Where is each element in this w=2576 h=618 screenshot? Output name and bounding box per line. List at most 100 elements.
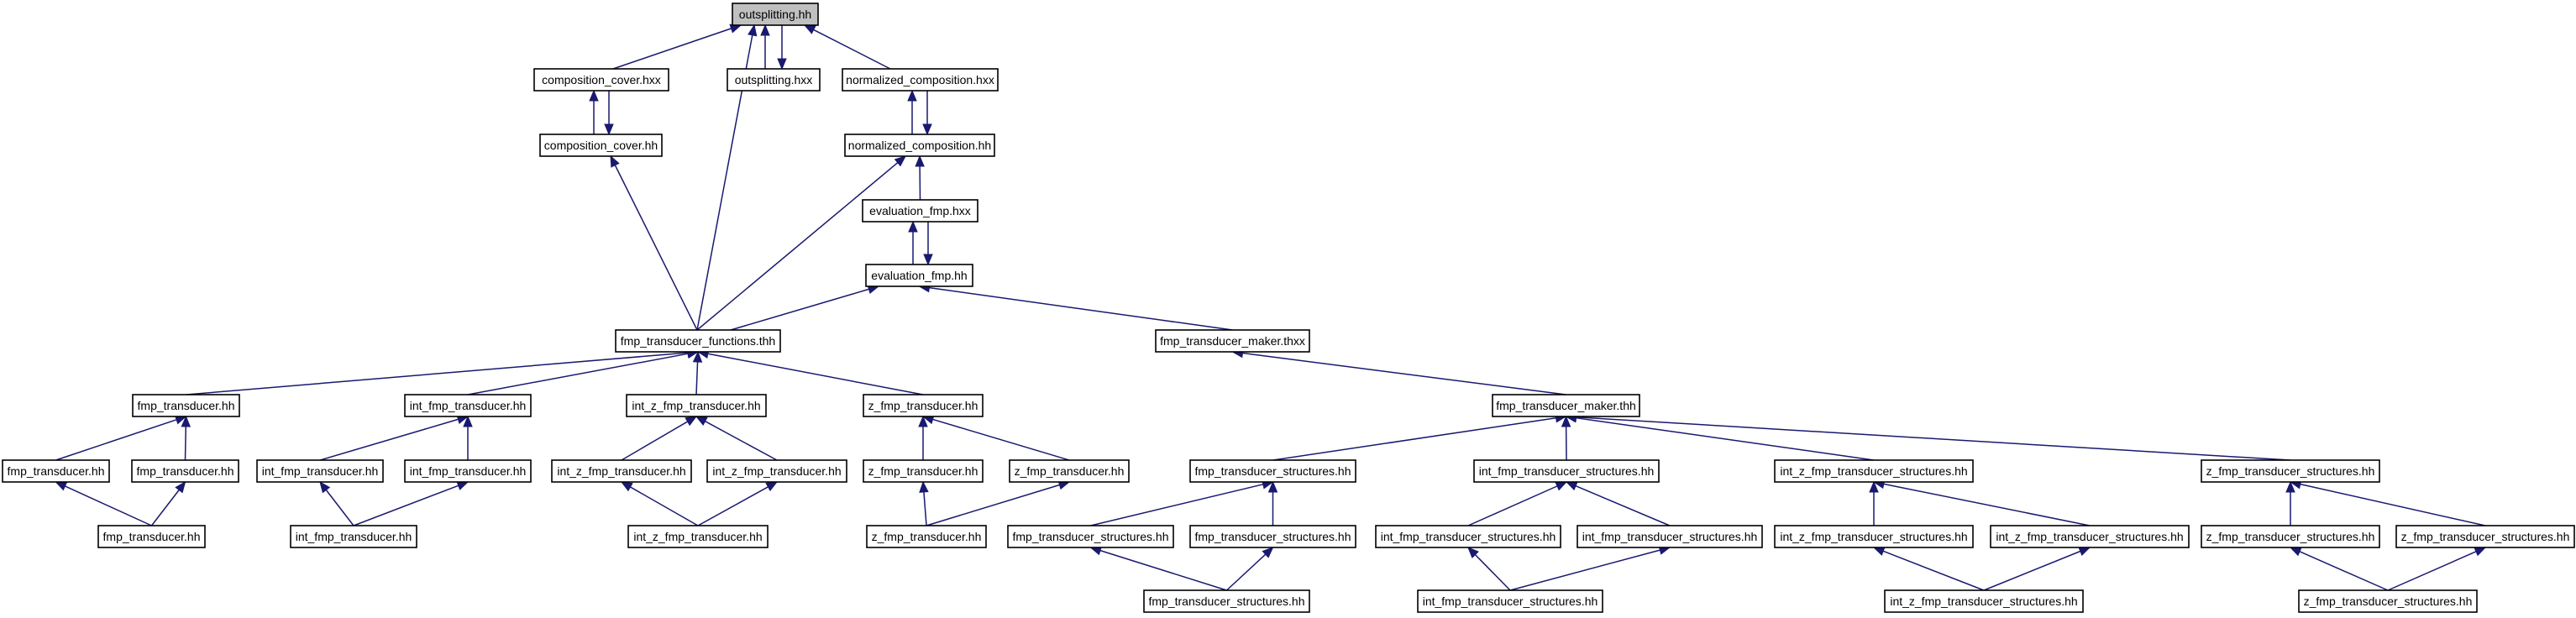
file-node[interactable]: int_z_fmp_transducer.hh [626, 394, 767, 417]
node-box [2201, 525, 2380, 548]
file-node[interactable]: fmp_transducer.hh [131, 459, 239, 483]
file-node[interactable]: fmp_transducer_structures.hh [1143, 589, 1310, 613]
edge-line [621, 421, 689, 461]
file-node[interactable]: int_z_fmp_transducer_structures.hh [1990, 525, 2190, 548]
file-node[interactable]: z_fmp_transducer_structures.hh [2298, 589, 2478, 613]
file-node[interactable]: int_fmp_transducer.hh [290, 525, 417, 548]
node-box [132, 394, 240, 417]
file-node[interactable]: fmp_transducer.hh [2, 459, 110, 483]
edge-line [695, 361, 699, 395]
file-node[interactable]: int_fmp_transducer_structures.hh [1577, 525, 1763, 548]
dependency-edge [1231, 348, 1566, 395]
file-node[interactable]: int_fmp_transducer_structures.hh [1417, 589, 1603, 613]
file-node[interactable]: normalized_composition.hh [844, 134, 995, 157]
arrowhead-icon [908, 220, 918, 233]
file-node[interactable]: z_fmp_transducer.hh [866, 525, 987, 548]
node-box [533, 68, 669, 92]
file-node[interactable]: evaluation_fmp.hxx [862, 199, 978, 223]
arrowhead-icon [610, 154, 620, 168]
node-label: composition_cover.hxx [542, 73, 661, 86]
file-node[interactable]: outsplitting.hxx [727, 68, 821, 92]
dependency-edge [918, 283, 1233, 331]
dependency-edge [919, 480, 929, 526]
edge-line [353, 484, 459, 526]
file-node[interactable]: int_fmp_transducer_structures.hh [1473, 459, 1660, 483]
file-node[interactable]: fmp_transducer_structures.hh [1189, 525, 1356, 548]
node-box [2, 459, 110, 483]
file-node[interactable]: fmp_transducer_maker.thxx [1155, 329, 1310, 353]
file-node[interactable]: int_fmp_transducer.hh [404, 459, 532, 483]
file-node[interactable]: fmp_transducer_maker.thh [1492, 394, 1640, 417]
node-label: int_z_fmp_transducer_structures.hh [1890, 594, 2077, 608]
file-node[interactable]: int_fmp_transducer.hh [404, 394, 532, 417]
node-label: outsplitting.hh [739, 8, 811, 21]
arrowhead-icon [894, 155, 906, 167]
dependency-edge [2289, 547, 2389, 591]
file-node[interactable]: normalized_composition.hxx [842, 68, 999, 92]
file-node[interactable]: fmp_transducer.hh [97, 525, 206, 548]
dependency-edge [923, 222, 933, 266]
file-node[interactable]: fmp_transducer_structures.hh [1007, 525, 1174, 548]
node-label: z_fmp_transducer_structures.hh [2206, 464, 2375, 478]
root-file-node[interactable]: outsplitting.hh [732, 3, 819, 26]
node-label: fmp_transducer_structures.hh [1149, 594, 1305, 608]
file-node[interactable]: z_fmp_transducer_structures.hh [2201, 459, 2380, 483]
node-label: fmp_transducer_structures.hh [1195, 464, 1351, 478]
file-node[interactable]: z_fmp_transducer.hh [863, 459, 984, 483]
file-node[interactable]: z_fmp_transducer.hh [863, 394, 984, 417]
dependency-edge [2289, 479, 2486, 526]
file-node[interactable]: int_z_fmp_transducer.hh [627, 525, 769, 548]
file-node[interactable]: composition_cover.hxx [533, 68, 669, 92]
file-node[interactable]: int_z_fmp_transducer_structures.hh [1774, 525, 1974, 548]
file-node[interactable]: fmp_transducer_structures.hh [1189, 459, 1356, 483]
edge-line [1882, 550, 1985, 591]
file-node[interactable]: evaluation_fmp.hh [865, 264, 973, 287]
edge-line [1272, 417, 1556, 461]
file-node[interactable]: int_z_fmp_transducer_structures.hh [1774, 459, 1974, 483]
node-label: z_fmp_transducer_structures.hh [2304, 594, 2473, 608]
arrowhead-icon [1555, 481, 1568, 491]
arrowhead-icon [923, 254, 933, 266]
dependency-edge [353, 481, 470, 526]
file-node[interactable]: z_fmp_transducer_structures.hh [2395, 525, 2575, 548]
edge-line [705, 421, 778, 461]
node-label: int_fmp_transducer.hh [410, 399, 527, 412]
arrowhead-icon [915, 154, 925, 167]
dependency-edge [610, 154, 698, 331]
arrowhead-icon [181, 415, 191, 427]
node-label: int_fmp_transducer.hh [262, 464, 379, 478]
edge-line [926, 484, 1060, 526]
node-box [1155, 329, 1310, 353]
node-label: int_z_fmp_transducer.hh [633, 530, 762, 543]
file-node[interactable]: composition_cover.hh [539, 134, 663, 157]
dependency-edge [1272, 413, 1567, 461]
arrowhead-icon [907, 89, 917, 102]
edge-line [697, 486, 769, 526]
dependency-edge [730, 285, 880, 331]
file-node[interactable]: z_fmp_transducer.hh [1009, 459, 1130, 483]
node-box [863, 394, 984, 417]
edge-line [612, 28, 732, 70]
file-node[interactable]: int_z_fmp_transducer_structures.hh [1884, 589, 2084, 613]
node-label: z_fmp_transducer.hh [868, 464, 978, 478]
file-node[interactable]: int_z_fmp_transducer.hh [551, 459, 692, 483]
file-node[interactable]: int_fmp_transducer.hh [256, 459, 384, 483]
arrowhead-icon [918, 415, 928, 427]
file-node[interactable]: int_z_fmp_transducer.hh [706, 459, 847, 483]
dependency-edge [463, 415, 473, 460]
node-box [732, 3, 819, 26]
edge-layer [55, 24, 2487, 591]
dependency-edge [1869, 480, 1879, 526]
node-box [865, 264, 973, 287]
node-box [1492, 394, 1640, 417]
file-node[interactable]: fmp_transducer.hh [132, 394, 240, 417]
file-node[interactable]: z_fmp_transducer_structures.hh [2201, 525, 2380, 548]
arrowhead-icon [695, 416, 708, 427]
file-node[interactable]: int_fmp_transducer_structures.hh [1375, 525, 1561, 548]
node-label: fmp_transducer.hh [137, 464, 234, 478]
dependency-edge [1467, 547, 1511, 591]
file-node[interactable]: fmp_transducer_functions.thh [615, 329, 781, 353]
dependency-edge [696, 155, 906, 331]
dependency-edge [1983, 547, 2091, 591]
node-label: int_fmp_transducer_structures.hh [1381, 530, 1556, 543]
